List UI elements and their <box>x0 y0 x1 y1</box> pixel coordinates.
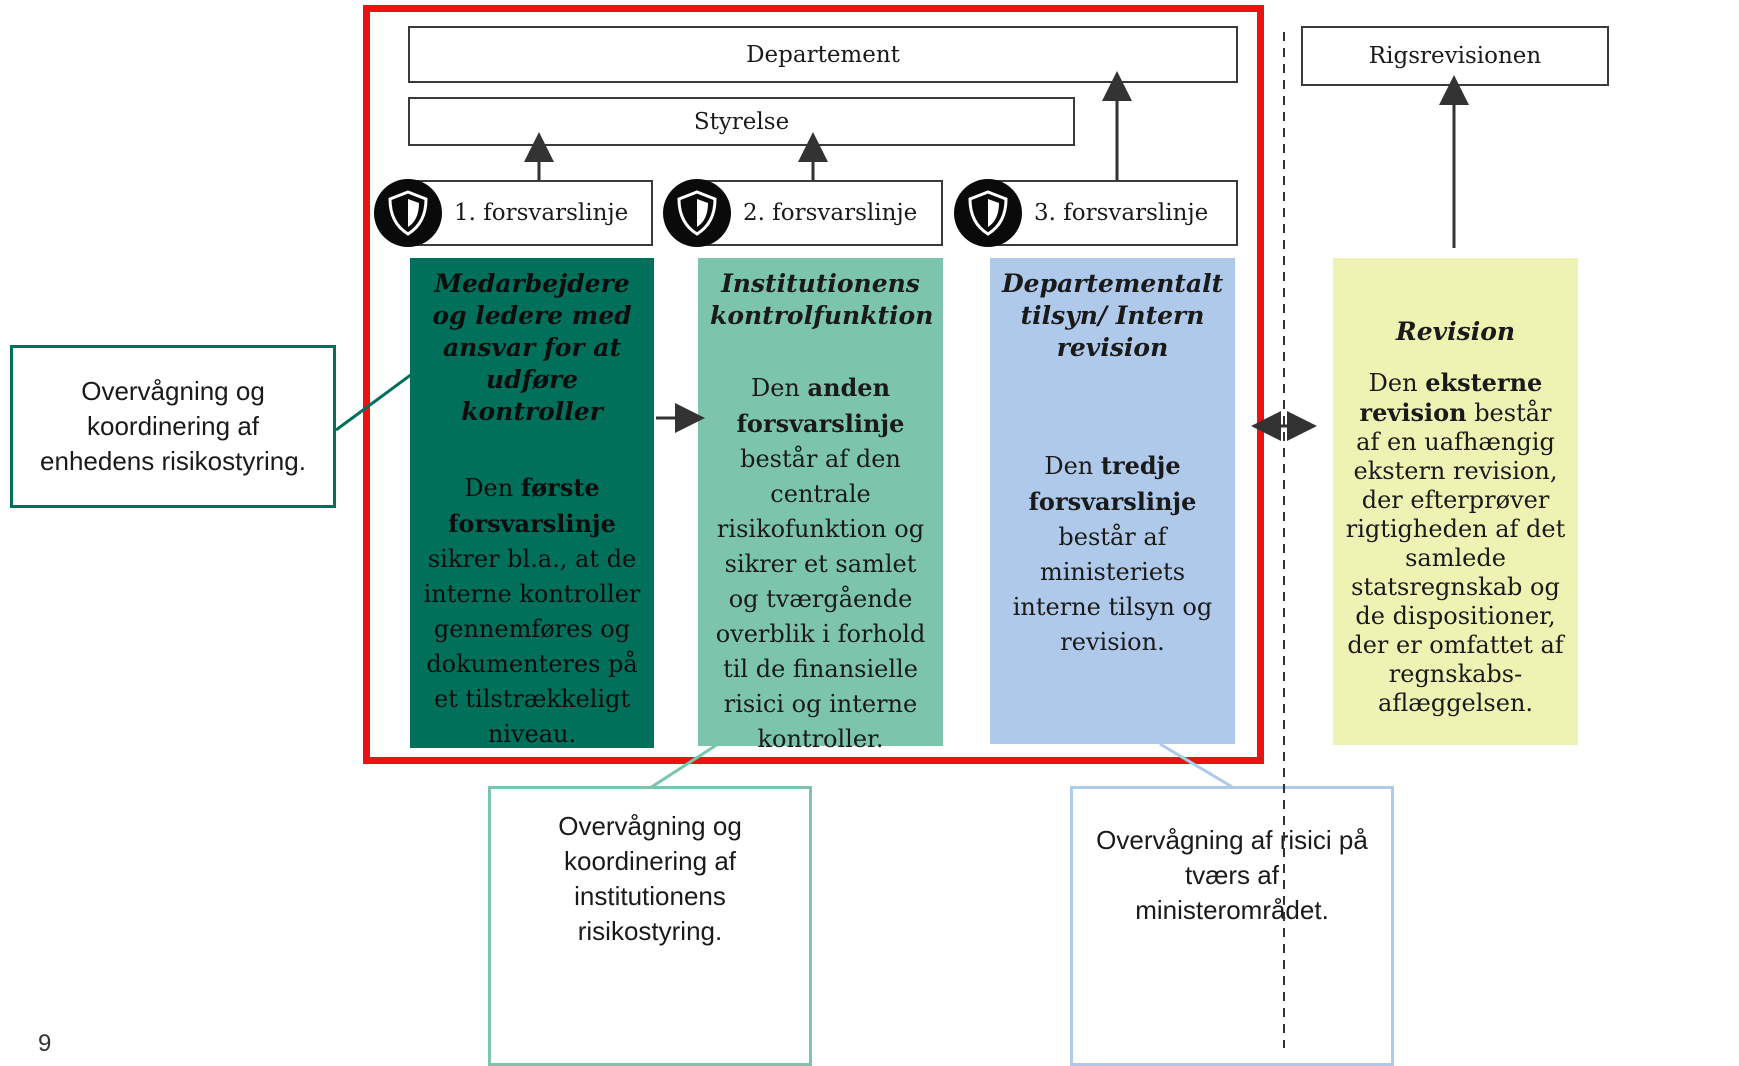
column-second-line: Institutionens kontrolfunktion Den anden… <box>698 258 943 753</box>
column-third-line: Departementalt tilsyn/ Intern revision D… <box>990 258 1235 744</box>
column-3-heading: Departementalt tilsyn/ Intern revision <box>1002 269 1224 362</box>
line-1-box: 1. forsvarslinje <box>408 180 653 246</box>
styrelse-box: Styrelse <box>408 97 1075 146</box>
column-4-body: Den eksterne revision består af en uafhæ… <box>1345 368 1566 717</box>
line-2-label: 2. forsvarslinje <box>743 200 918 226</box>
rigsrevisionen-label: Rigsrevisionen <box>1368 43 1542 69</box>
column-1-heading: Medarbejdere og ledere med ansvar for at… <box>432 269 632 426</box>
styrelse-label: Styrelse <box>693 108 790 135</box>
callout-ministry-risk: Overvågning af risici på tværs af minist… <box>1070 786 1394 1066</box>
line-2-box: 2. forsvarslinje <box>697 180 943 246</box>
line-1-label: 1. forsvarslinje <box>454 200 629 226</box>
column-3-body: Den tredje forsvarslinje består af minis… <box>1012 451 1213 656</box>
line-3-label: 3. forsvarslinje <box>1034 200 1209 226</box>
column-2-body: Den anden forsvarslinje består af den ce… <box>715 373 926 753</box>
callout-3-connector <box>1159 742 1235 790</box>
departement-box: Departement <box>408 26 1238 83</box>
column-2-heading: Institutionens kontrolfunktion <box>710 269 934 330</box>
column-4-heading: Revision <box>1395 317 1516 346</box>
organization-frame <box>363 5 1264 764</box>
column-external-audit: Revision Den eksterne revision består af… <box>1333 258 1578 745</box>
column-1-body: Den første forsvarslinje sikrer bl.a., a… <box>423 473 641 748</box>
column-first-line: Medarbejdere og ledere med ansvar for at… <box>410 258 654 748</box>
shield-icon <box>374 179 442 247</box>
line-3-box: 3. forsvarslinje <box>988 180 1238 246</box>
callout-2-connector <box>649 742 719 790</box>
callout-unit-risk: Overvågning og koordinering af enhedens … <box>10 345 336 508</box>
shield-icon <box>954 179 1022 247</box>
callout-1-connector <box>335 372 413 432</box>
departement-label: Departement <box>746 41 900 68</box>
shield-icon <box>663 179 731 247</box>
